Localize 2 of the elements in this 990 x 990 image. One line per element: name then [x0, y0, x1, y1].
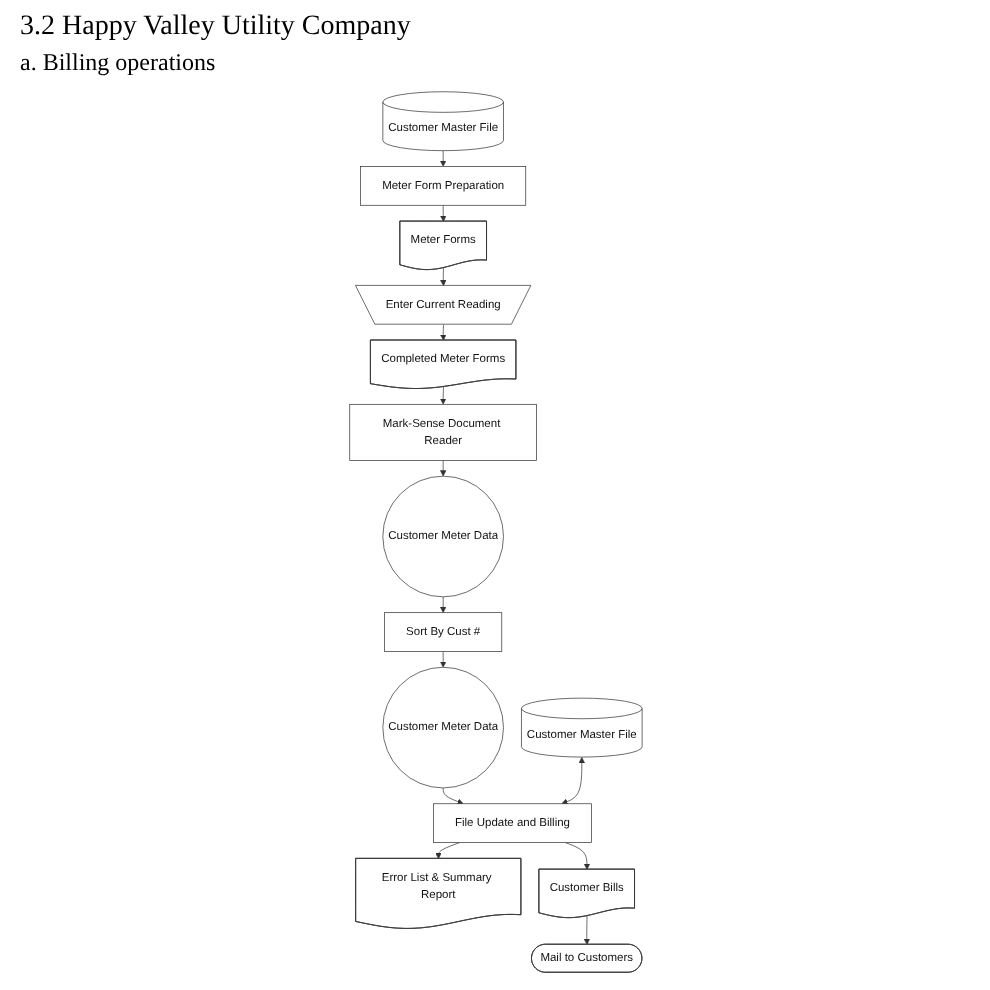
title: 3.2 Happy Valley Utility Company — [20, 12, 413, 44]
subheading: a. Billing operations — [20, 48, 218, 78]
